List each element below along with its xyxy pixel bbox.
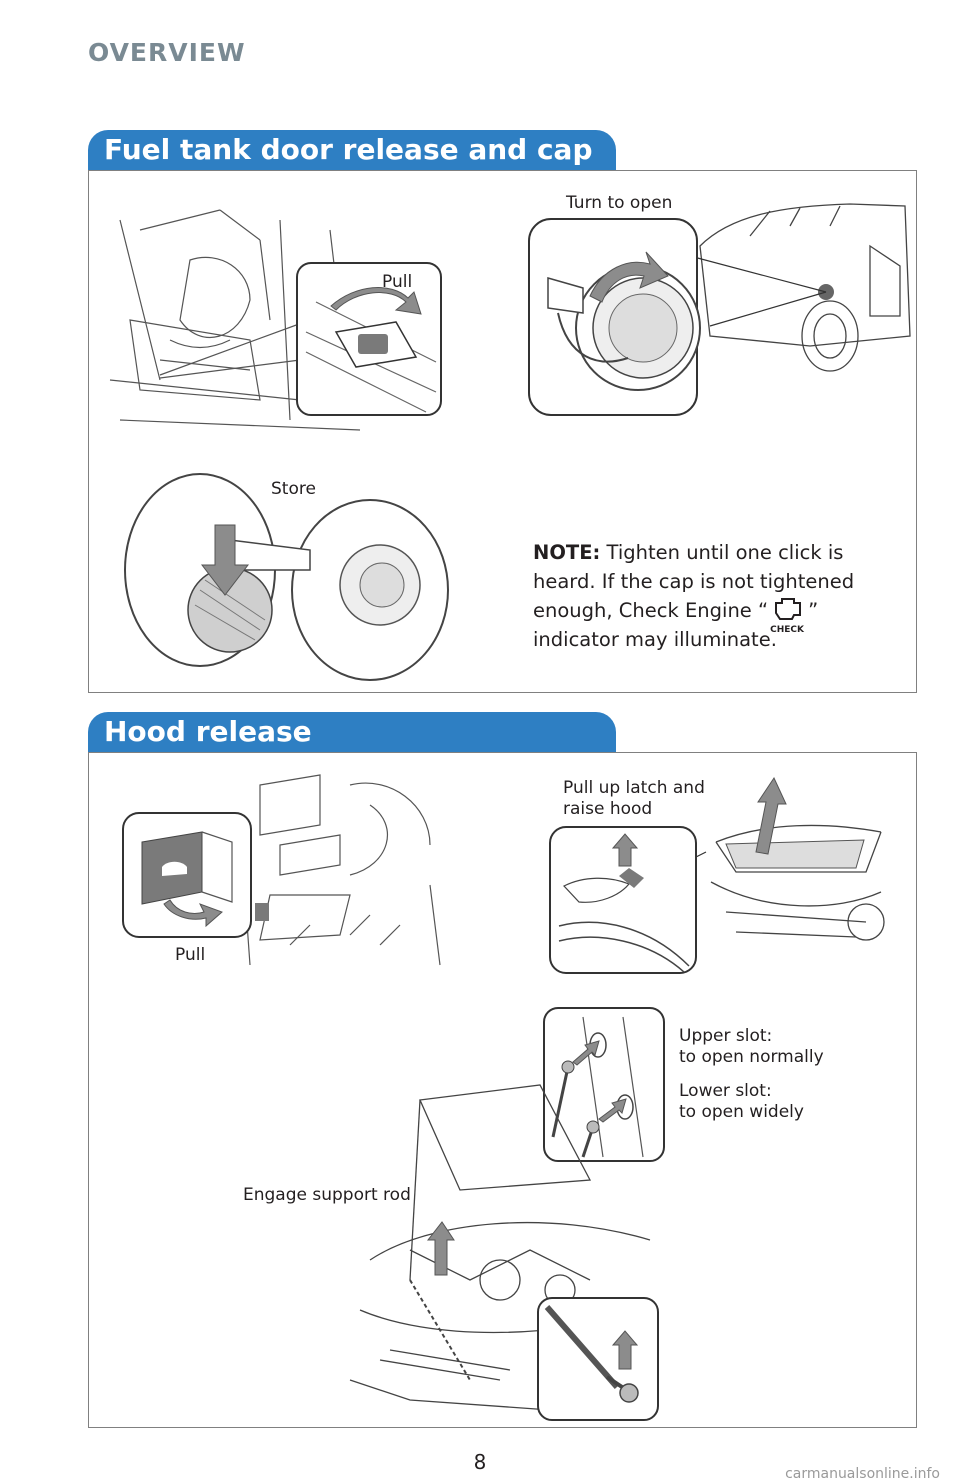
pull-lever-inset xyxy=(296,262,442,416)
lower-slot-label: Lower slot: to open widely xyxy=(679,1081,804,1123)
fuel-pull-label: Pull xyxy=(382,272,413,292)
support-rod-label: Engage support rod xyxy=(243,1185,411,1205)
support-slot-inset xyxy=(543,1007,665,1162)
note-line-3b: ” xyxy=(808,599,819,622)
fuel-section-title: Fuel tank door release and cap xyxy=(88,130,616,170)
latch-line-2: raise hood xyxy=(563,799,653,819)
section-header: OVERVIEW xyxy=(88,38,246,67)
support-rod-inset xyxy=(537,1297,659,1421)
fuel-cap-store-illustration xyxy=(124,473,449,681)
fuel-cap-turn-inset xyxy=(528,218,701,416)
lower-slot-line-1: Lower slot: xyxy=(679,1081,772,1101)
fuel-note: NOTE: Tighten until one click is heard. … xyxy=(533,538,913,654)
note-line-4: indicator may illuminate. xyxy=(533,628,777,651)
check-engine-icon: CHECK xyxy=(768,597,808,635)
fuel-panel xyxy=(88,170,917,693)
lower-slot-line-2: to open widely xyxy=(679,1102,804,1122)
note-line-2: heard. If the cap is not tightened xyxy=(533,570,855,593)
note-prefix: NOTE: xyxy=(533,541,601,564)
hood-pull-inset xyxy=(122,812,252,938)
watermark: carmanualsonline.info xyxy=(785,1466,940,1482)
latch-label: Pull up latch and raise hood xyxy=(563,778,705,820)
hood-panel xyxy=(88,752,917,1428)
hood-pull-label: Pull xyxy=(175,945,206,965)
upper-slot-line-2: to open normally xyxy=(679,1047,824,1067)
note-line-1: Tighten until one click is xyxy=(606,541,844,564)
page-number: 8 xyxy=(473,1450,487,1474)
store-label: Store xyxy=(271,479,316,499)
latch-line-1: Pull up latch and xyxy=(563,778,705,798)
latch-inset xyxy=(549,826,697,974)
note-line-3a: enough, Check Engine “ xyxy=(533,599,769,622)
car-rear-illustration xyxy=(689,203,911,372)
dashboard-illustration xyxy=(239,774,441,966)
hood-section-title: Hood release xyxy=(88,712,616,752)
car-front-illustration xyxy=(695,776,885,941)
check-icon-text: CHECK xyxy=(770,624,804,635)
turn-to-open-label: Turn to open xyxy=(566,193,673,213)
upper-slot-label: Upper slot: to open normally xyxy=(679,1026,824,1068)
upper-slot-line-1: Upper slot: xyxy=(679,1026,773,1046)
interior-door-illustration xyxy=(109,209,361,431)
